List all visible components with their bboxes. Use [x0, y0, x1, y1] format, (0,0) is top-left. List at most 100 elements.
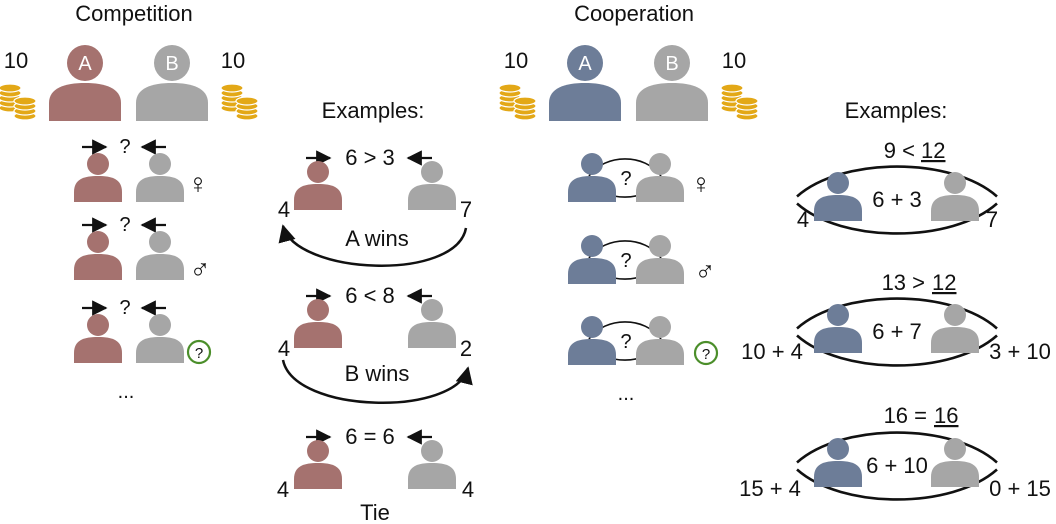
player-b-icon	[636, 316, 684, 365]
person-body	[814, 461, 862, 487]
threshold-value: 12	[921, 138, 945, 163]
player-b-icon	[931, 438, 979, 487]
person-body	[408, 322, 456, 348]
transfer-arrow	[281, 359, 473, 404]
person-body	[294, 463, 342, 489]
outcome-label: B wins	[345, 361, 410, 386]
question-mark: ?	[119, 214, 130, 236]
person-body	[136, 254, 184, 280]
question-mark: ?	[119, 297, 130, 319]
player-b-icon	[136, 314, 184, 363]
person-body	[814, 195, 862, 221]
ellipsis: ...	[618, 383, 635, 405]
player-a-payoff: 4	[278, 197, 290, 222]
person-body	[636, 176, 684, 202]
endowment-b-value: 10	[722, 48, 746, 73]
coin	[735, 96, 759, 106]
person-body	[136, 176, 184, 202]
coin-stack-icon	[0, 83, 37, 121]
person-body	[74, 176, 122, 202]
player-a-icon	[568, 153, 616, 202]
player-a-payoff: 15 + 4	[739, 476, 801, 501]
comparison-text: 16 =	[884, 403, 927, 428]
player-b-icon	[408, 299, 456, 348]
link-arc-top	[796, 431, 998, 464]
examples-title: Examples:	[845, 98, 948, 123]
player-a-icon	[814, 172, 862, 221]
example-b-wins: 6 < 8 4 2 B wins	[278, 283, 473, 404]
person-body	[74, 337, 122, 363]
player-b-payoff: 2	[460, 336, 472, 361]
coin	[498, 83, 522, 93]
person-body	[636, 339, 684, 365]
unknown-symbol-icon	[693, 340, 719, 366]
player-b-avatar: B	[636, 45, 708, 121]
person-head	[87, 314, 109, 336]
comparison-text: 6 > 3	[345, 145, 395, 170]
person-head	[149, 231, 171, 253]
example-below-threshold: 9 < 12 6 + 3 4 7	[796, 138, 998, 235]
person-body	[408, 463, 456, 489]
avatar-body	[636, 83, 708, 121]
person-head	[307, 161, 329, 183]
male-symbol-icon: ♂	[695, 256, 716, 287]
player-b-icon	[636, 153, 684, 202]
transfer-arrow	[278, 224, 468, 267]
person-body	[568, 176, 616, 202]
coin-stack-icon	[720, 83, 759, 121]
player-b-icon	[931, 304, 979, 353]
person-body	[568, 258, 616, 284]
comparison-text: 13 >	[882, 270, 925, 295]
player-b-payoff: 7	[986, 207, 998, 232]
avatar-head	[654, 45, 690, 81]
person-head	[87, 231, 109, 253]
person-head	[421, 161, 443, 183]
coin	[513, 96, 537, 106]
sum-text: 6 + 3	[872, 187, 922, 212]
question-mark: ?	[620, 250, 631, 272]
avatar-letter: B	[665, 53, 678, 75]
coin	[13, 96, 37, 106]
person-head	[827, 438, 849, 460]
male-symbol-icon: ♂	[190, 254, 211, 285]
person-body	[294, 184, 342, 210]
coin-stack-icon	[498, 83, 537, 121]
person-body	[74, 254, 122, 280]
person-head	[827, 172, 849, 194]
endowment-a-value: 10	[504, 48, 528, 73]
person-body	[814, 327, 862, 353]
question-mark: ?	[119, 136, 130, 158]
player-a-icon	[814, 304, 862, 353]
threshold-value: 12	[932, 270, 956, 295]
player-b-icon	[408, 440, 456, 489]
endowment-b-value: 10	[221, 48, 245, 73]
person-head	[421, 299, 443, 321]
comparison-text: 9 <	[884, 138, 915, 163]
player-a-icon	[294, 161, 342, 210]
avatar-head	[154, 45, 190, 81]
player-a-icon	[294, 440, 342, 489]
person-head	[649, 316, 671, 338]
player-a-payoff: 4	[277, 477, 289, 502]
person-body	[408, 184, 456, 210]
link-arc-top	[796, 297, 998, 330]
person-body	[568, 339, 616, 365]
sum-text: 6 + 7	[872, 319, 922, 344]
person-head	[649, 235, 671, 257]
ellipsis: ...	[118, 381, 135, 403]
player-b-payoff: 0 + 15	[989, 476, 1051, 501]
question-mark: ?	[620, 168, 631, 190]
avatar-body	[549, 83, 621, 121]
player-a-icon	[74, 314, 122, 363]
sum-text: 6 + 10	[866, 453, 928, 478]
competition-title: Competition	[75, 1, 192, 26]
partner-row-female: ? ♀	[74, 136, 209, 202]
person-body	[931, 327, 979, 353]
coin-stack-icon	[220, 83, 259, 121]
avatar-head	[67, 45, 103, 81]
coin	[720, 83, 744, 93]
competition-panel: Competition 10 A B 10 ? ♀ ? ♂ ? ?	[0, 1, 474, 524]
person-head	[581, 235, 603, 257]
player-a-icon	[74, 153, 122, 202]
outcome-label: Tie	[360, 500, 390, 524]
